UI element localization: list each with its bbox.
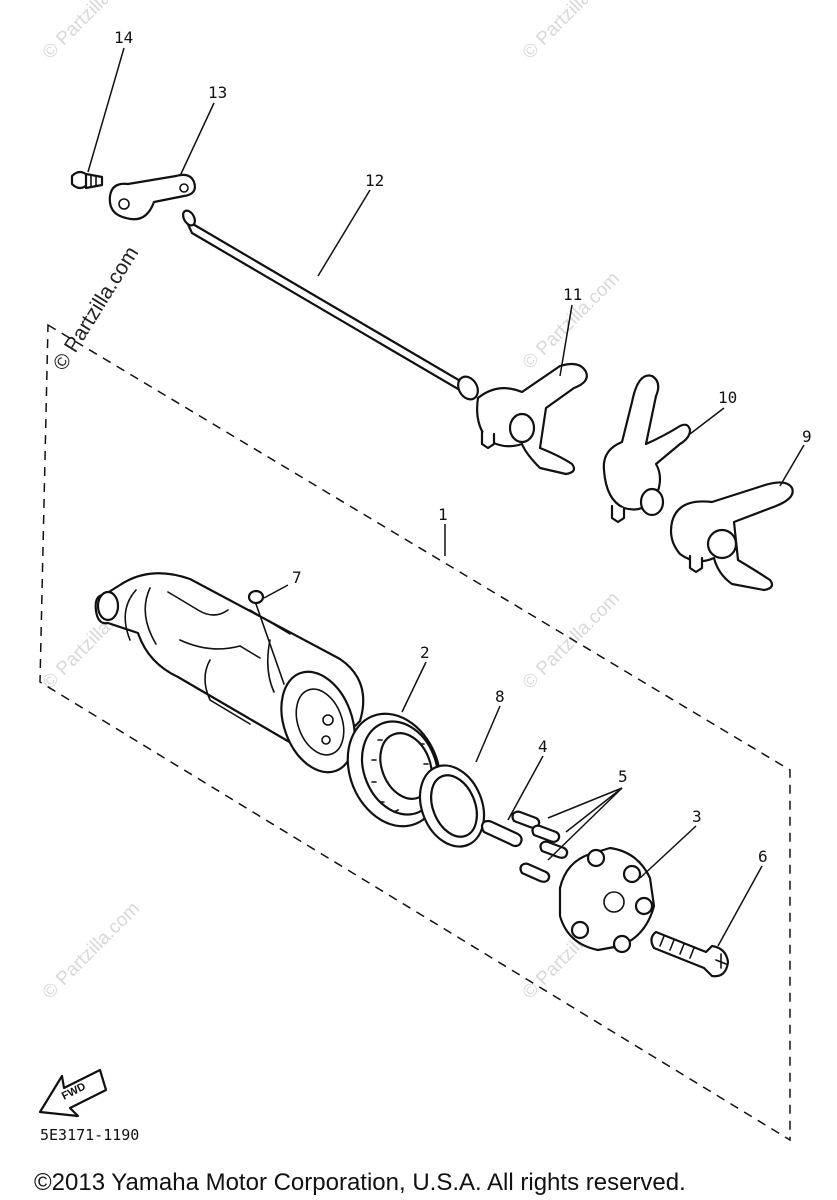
segment-part [558,846,656,954]
callout-10: 10 [718,388,737,407]
watermark: © Partzilla.com [519,588,624,693]
callout-14: 14 [114,28,133,47]
bolt-part [650,930,730,978]
bearing-part [346,712,442,828]
callout-7: 7 [292,568,302,587]
shift-fork-11-part [476,362,588,476]
shift-fork-9-part [669,481,794,592]
diagram-code: 5E3171-1190 [40,1126,139,1144]
callout-8: 8 [495,687,505,706]
stopper-plate-part [108,173,196,221]
copyright-notice: ©2013 Yamaha Motor Corporation, U.S.A. A… [34,1169,686,1196]
callout-labels: 14 13 12 11 10 9 1 7 2 8 4 5 3 6 [114,28,812,866]
dowel-pin-part [480,819,523,848]
watermark-main: © Partzilla.com [49,242,143,374]
fwd-arrow-icon: FWD [38,1068,108,1118]
watermarks: © Partzilla.com © Partzilla.com © Partzi… [39,0,624,1004]
callout-2: 2 [420,643,430,662]
watermark: © Partzilla.com [519,0,624,64]
callout-4: 4 [538,737,548,756]
callout-13: 13 [208,83,227,102]
callout-11: 11 [563,285,582,304]
circlip-part [418,764,486,848]
callout-12: 12 [365,171,384,190]
watermark: © Partzilla.com [519,268,624,373]
watermark: © Partzilla.com [39,898,144,1003]
screw-part [70,170,104,190]
assembly-outline [39,323,791,1142]
pins-part [511,810,569,883]
guide-bar-part [182,209,479,401]
shift-drum-part [94,572,365,774]
leader-lines [87,47,805,947]
pin-part [247,589,285,685]
callout-9: 9 [802,427,812,446]
callout-3: 3 [692,807,702,826]
callout-5: 5 [618,767,628,786]
callout-6: 6 [758,847,768,866]
callout-1: 1 [438,505,448,524]
shift-fork-10-part [602,374,692,524]
